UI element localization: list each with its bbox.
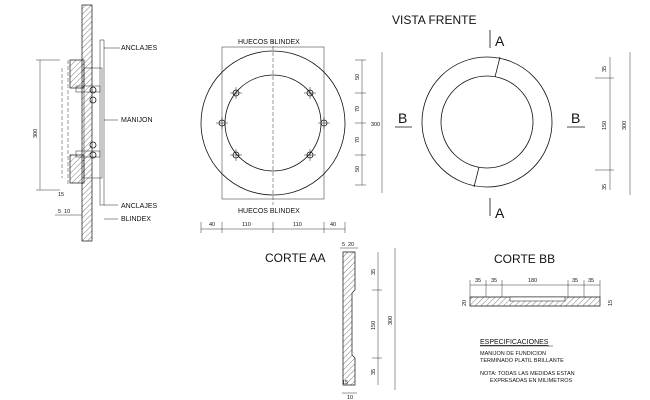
specs-heading: ESPECIFICACIONES <box>480 339 549 346</box>
dim-side-5: 5 <box>58 209 61 215</box>
dim-side-10: 10 <box>64 209 70 215</box>
dim-aa-bottom: 10 <box>347 395 353 400</box>
outer-ring <box>200 50 346 196</box>
dim-plan-b0: 40 <box>209 222 215 228</box>
dim-bb-t1: 35 <box>491 278 497 284</box>
dim-plan-r2: 70 <box>355 137 361 143</box>
dim-aa-300: 300 <box>388 316 394 325</box>
dim-plan-b2: 110 <box>293 222 302 228</box>
dim-plan-b3: 40 <box>330 222 336 228</box>
title-vista-frente: VISTA FRENTE <box>392 13 476 27</box>
dim-side-small: 15 <box>58 192 64 198</box>
front-outer-ring <box>421 56 553 188</box>
dim-aa-top2: 20 <box>348 242 354 248</box>
wall-section <box>81 4 93 242</box>
dim-front-r1: 150 <box>602 121 608 130</box>
section-aa: CORTE AA 5 20 35 150 35 300 15 10 <box>265 242 396 400</box>
dim-aa-r2: 35 <box>371 369 377 375</box>
specs-line2: TERMINADO PLATIL BRILLANTE <box>480 358 564 364</box>
dim-bb-t0: 35 <box>475 278 481 284</box>
dim-aa-bottom-small: 15 <box>342 380 348 386</box>
specs-note1: NOTA: TODAS LAS MEDIDAS ESTAN <box>480 371 575 377</box>
specs-note2: EXPRESADAS EN MILIMETROS <box>490 378 573 384</box>
label-manijon: MANIJON <box>121 117 153 124</box>
label-blindex: BLINDEX <box>121 216 151 223</box>
specs-line1: MANIJON DE FUNDICION <box>480 351 546 357</box>
section-b-left: B <box>398 110 407 126</box>
dim-bb-t3: 35 <box>572 278 578 284</box>
section-b-right: B <box>571 110 580 126</box>
side-elevation: ANCLAJES MANIJON ANCLAJES BLINDEX 300 15… <box>33 4 158 242</box>
dim-side-300: 300 <box>33 129 39 138</box>
dim-plan-b1: 110 <box>242 222 251 228</box>
dim-bb-left: 20 <box>462 300 468 306</box>
dim-aa-top: 5 <box>342 242 345 248</box>
dim-plan-r0: 50 <box>355 74 361 80</box>
section-a-bottom: A <box>495 205 505 221</box>
section-bb: CORTE BB 35 35 180 35 35 20 15 <box>462 252 614 307</box>
section-a-top: A <box>495 33 505 49</box>
dim-front-300: 300 <box>622 121 628 130</box>
dim-plan-300: 300 <box>371 122 380 128</box>
plan-view: HUECOS BLINDEX HUECOS BLINDEX 40 110 110… <box>200 39 383 233</box>
title-corte-bb: CORTE BB <box>494 252 555 266</box>
dim-front-r2: 35 <box>602 184 608 190</box>
label-huecos-top: HUECOS BLINDEX <box>238 39 300 46</box>
front-inner-ring <box>440 75 534 169</box>
specifications: ESPECIFICACIONES MANIJON DE FUNDICION TE… <box>480 339 575 384</box>
front-view: VISTA FRENTE A A B B 35 150 35 300 <box>392 13 631 221</box>
dim-bb-right: 15 <box>608 300 614 306</box>
dim-bb-t4: 35 <box>588 278 594 284</box>
dim-plan-r1: 70 <box>355 106 361 112</box>
dim-bb-t2: 180 <box>528 278 537 284</box>
dim-plan-r3: 50 <box>355 166 361 172</box>
glass-pane <box>99 39 105 206</box>
aa-profile <box>342 251 356 386</box>
dim-aa-r1: 150 <box>371 321 377 330</box>
dim-front-r0: 35 <box>602 66 608 72</box>
dim-aa-r0: 35 <box>371 269 377 275</box>
label-anclajes-top: ANCLAJES <box>121 45 158 52</box>
label-huecos-bottom: HUECOS BLINDEX <box>238 208 300 215</box>
glass-holes <box>216 87 330 161</box>
handle-profile <box>61 59 103 185</box>
label-anclajes-bottom: ANCLAJES <box>121 203 158 210</box>
title-corte-aa: CORTE AA <box>265 251 325 265</box>
